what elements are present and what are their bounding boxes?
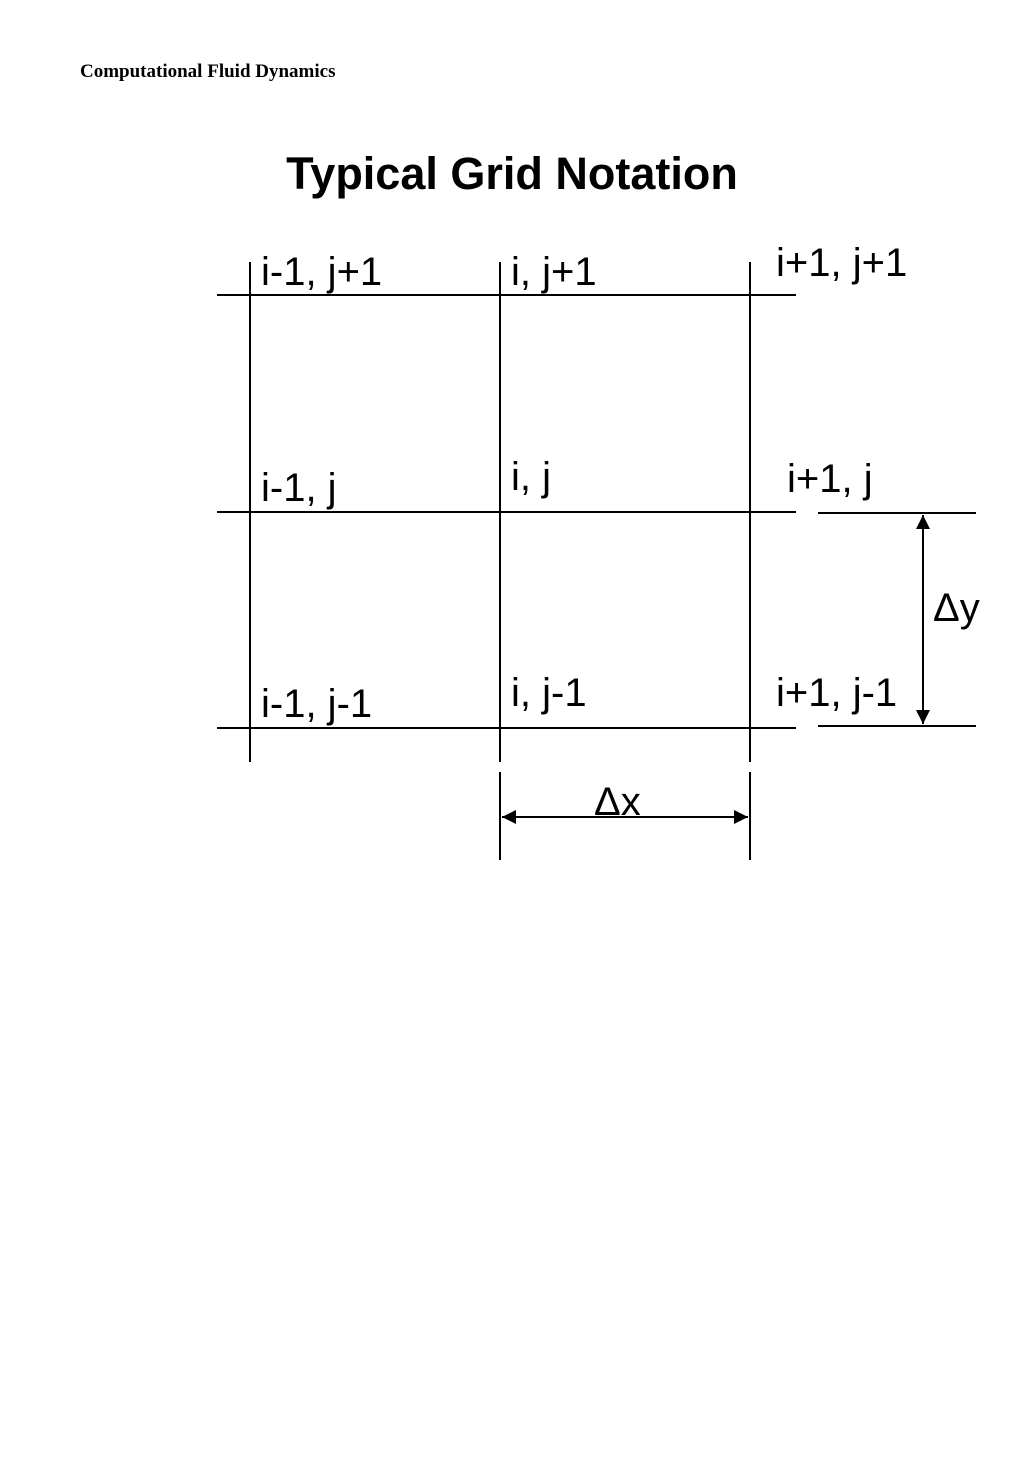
running-header: Computational Fluid Dynamics xyxy=(80,61,336,82)
node-label-top-left: i-1, j+1 xyxy=(261,250,382,294)
node-label-mid-right: i+1, j xyxy=(787,457,873,501)
node-label-mid-left: i-1, j xyxy=(261,466,337,510)
dx-label: Δx xyxy=(594,780,641,824)
node-label-bot-right: i+1, j-1 xyxy=(776,671,897,715)
node-label-top-center: i, j+1 xyxy=(511,250,597,294)
node-label-bot-left: i-1, j-1 xyxy=(261,682,372,726)
slide-title: Typical Grid Notation xyxy=(286,148,738,199)
node-label-top-right: i+1, j+1 xyxy=(776,241,907,285)
node-label-bot-center: i, j-1 xyxy=(511,671,587,715)
node-label-mid-center: i, j xyxy=(511,455,551,499)
dy-label: Δy xyxy=(933,586,980,630)
